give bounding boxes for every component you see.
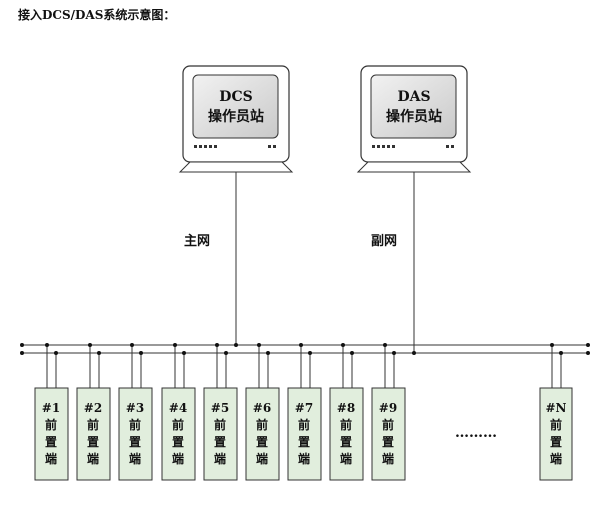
device-label-char: 前 <box>45 417 57 432</box>
device-number: #4 <box>169 401 187 415</box>
backup-network-label: 副网 <box>371 234 397 249</box>
dcs-indicator-lights <box>194 145 276 148</box>
device-label-char: 端 <box>382 451 394 466</box>
das-station-name: DAS <box>397 89 430 105</box>
das-station-monitor: DAS 操作员站 <box>356 65 472 173</box>
device-number: #3 <box>126 401 144 415</box>
dcs-station-monitor: DCS 操作员站 <box>178 65 294 173</box>
device-number: #7 <box>295 401 313 415</box>
device-label-char: 端 <box>214 451 226 466</box>
device-label-char: 置 <box>45 435 57 449</box>
device-number: #1 <box>42 401 60 415</box>
das-indicator-lights <box>372 145 454 148</box>
front-end-device-9: #9 前 置 端 <box>371 343 406 481</box>
device-label-char: 前 <box>298 417 310 432</box>
front-end-device-6: #6 前 置 端 <box>245 343 280 481</box>
das-station-role: 操作员站 <box>386 108 442 125</box>
front-end-device-n: #N 前 置 端 <box>539 343 573 481</box>
device-label-char: 前 <box>340 417 352 432</box>
device-number: #6 <box>253 401 271 415</box>
device-label-char: 置 <box>129 435 141 449</box>
dcs-station-role: 操作员站 <box>208 108 264 125</box>
front-end-device-8: #8 前 置 端 <box>329 343 364 481</box>
device-number: #8 <box>337 401 355 415</box>
front-end-device-2: #2 前 置 端 <box>76 343 111 481</box>
device-label-char: 置 <box>298 435 310 449</box>
device-label-char: 前 <box>550 417 562 432</box>
device-label-char: 置 <box>256 435 268 449</box>
device-label-char: 置 <box>382 435 394 449</box>
device-label-char: 端 <box>172 451 184 466</box>
front-end-device-1: #1 前 置 端 <box>34 343 69 481</box>
front-end-device-3: #3 前 置 端 <box>118 343 153 481</box>
dcs-station-name: DCS <box>219 89 252 105</box>
main-bus <box>20 343 590 347</box>
main-network-label: 主网 <box>184 233 210 249</box>
device-label-char: 前 <box>256 417 268 432</box>
device-label-char: 端 <box>129 451 141 466</box>
device-label-char: 前 <box>382 417 394 432</box>
device-label-char: 端 <box>550 451 562 466</box>
device-number: #2 <box>84 401 102 415</box>
backup-bus <box>20 351 590 355</box>
device-number: #5 <box>211 401 229 415</box>
device-label-char: 置 <box>214 435 226 449</box>
front-end-device-4: #4 前 置 端 <box>161 343 196 481</box>
device-label-char: 前 <box>129 417 141 432</box>
diagram-title: 接入DCS/DAS系统示意图： <box>18 8 176 22</box>
device-label-char: 置 <box>340 435 352 449</box>
device-label-char: 置 <box>172 435 184 449</box>
device-label-char: 前 <box>87 417 99 432</box>
device-label-char: 端 <box>87 451 99 466</box>
device-label-char: 置 <box>87 435 99 449</box>
device-number: #N <box>545 401 566 415</box>
device-number: #9 <box>379 401 397 415</box>
device-label-char: 置 <box>550 435 562 449</box>
front-end-device-7: #7 前 置 端 <box>287 343 322 481</box>
device-label-char: 前 <box>172 417 184 432</box>
more-devices-ellipsis: ……… <box>455 425 497 441</box>
device-label-char: 端 <box>45 451 57 466</box>
device-label-char: 端 <box>256 451 268 466</box>
device-label-char: 端 <box>298 451 310 466</box>
device-label-char: 前 <box>214 417 226 432</box>
device-label-char: 端 <box>340 451 352 466</box>
front-end-device-5: #5 前 置 端 <box>203 343 238 481</box>
